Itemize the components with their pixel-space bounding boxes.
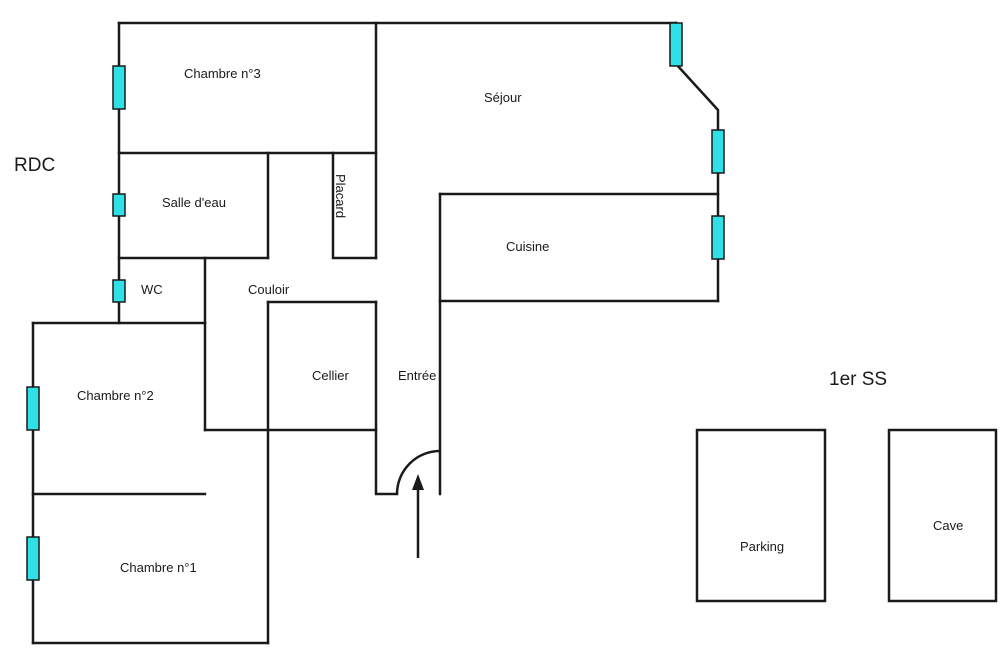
level-label-ground: RDC: [14, 155, 55, 176]
wall-entree-left: [374, 300, 399, 496]
labels: RDC 1er SS Chambre n°3 Séjour Salle d'ea…: [14, 66, 963, 575]
room-label-wc: WC: [141, 282, 163, 297]
cave-box: [887, 428, 998, 603]
room-label-placard: Placard: [333, 174, 348, 218]
room-label-sejour: Séjour: [484, 90, 522, 105]
window-sejour-right: [711, 129, 725, 174]
room-label-chambre1: Chambre n°1: [120, 560, 197, 575]
window-wc: [112, 279, 126, 303]
room-label-chambre2: Chambre n°2: [77, 388, 154, 403]
room-label-chambre3: Chambre n°3: [184, 66, 261, 81]
room-label-cuisine: Cuisine: [506, 239, 549, 254]
window-sejour-top: [669, 22, 683, 67]
wall-placard: [331, 151, 378, 260]
window-salle-eau: [112, 193, 126, 217]
door-swing-arc: [395, 449, 441, 495]
entrance-door: [395, 449, 441, 558]
window-chambre3: [112, 65, 126, 110]
room-label-salle-eau: Salle d'eau: [162, 195, 226, 210]
level-label-basement: 1er SS: [829, 369, 887, 390]
entrance-arrow-icon: [412, 474, 424, 490]
room-label-entree: Entrée: [398, 368, 436, 383]
windows: [26, 22, 725, 581]
window-chambre2: [26, 386, 40, 431]
window-cuisine: [711, 215, 725, 260]
room-label-parking: Parking: [740, 539, 784, 554]
room-label-cellier: Cellier: [312, 368, 350, 383]
parking-box: [695, 428, 827, 603]
room-label-couloir: Couloir: [248, 282, 290, 297]
window-chambre1: [26, 536, 40, 581]
room-label-cave: Cave: [933, 518, 963, 533]
walls: [31, 21, 720, 645]
